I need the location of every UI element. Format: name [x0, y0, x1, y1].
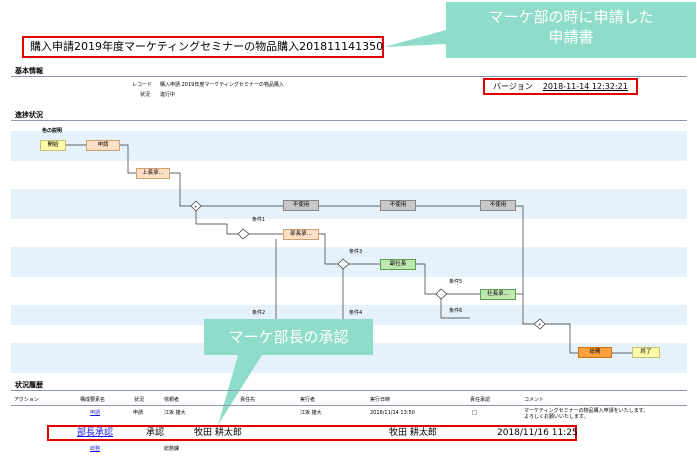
node-apply[interactable]: 申請	[86, 140, 120, 151]
condition-2: 条件2	[252, 310, 266, 316]
condition-5: 条件5	[449, 279, 463, 285]
col-responsible: 責任先	[240, 397, 256, 403]
highlighted-row-dept-head: 部長承認 承認 牧田 耕太郎 牧田 耕太郎 2018/11/16 11:25	[47, 425, 578, 441]
node-dept-head-approval[interactable]: 部長承...	[283, 229, 319, 240]
lane-1	[11, 131, 687, 161]
node-unused-1[interactable]: 不使用	[283, 200, 319, 211]
col-name: 構成要素名	[80, 397, 106, 403]
basic-info-header: 基本情報	[11, 66, 687, 77]
row1-comment-line1: マーケティングセミナーの物品購入申請をいたします。	[524, 408, 649, 414]
col-status: 状況	[134, 397, 145, 403]
row1-comment-line2: よろしくお願いいたします。	[524, 414, 589, 420]
row1-requester: 江坂 雄大	[164, 410, 186, 416]
callout-applied-in-marketing: マーケ部の時に申請した 申請書	[446, 2, 696, 58]
condition-6: 条件6	[449, 308, 463, 314]
row1-name-link[interactable]: 申請	[90, 410, 101, 416]
row3-requester: 総務課	[164, 446, 180, 452]
node-president-approval[interactable]: 社長承...	[480, 289, 516, 300]
page-title: 購入申請2019年度マーケティングセミナーの物品購入201811141350	[22, 36, 384, 58]
col-datetime: 実行日時	[370, 397, 391, 403]
svg-text:+: +	[538, 322, 541, 327]
condition-3: 条件3	[349, 249, 363, 255]
history-header: 状況履歴	[11, 380, 687, 391]
condition-4: 条件4	[349, 310, 363, 316]
col-executor: 実行者	[300, 397, 316, 403]
legend-label: 色の説明	[42, 128, 63, 134]
row2-name-link[interactable]: 部長承認	[77, 428, 114, 438]
col-approval: 責任承認	[470, 397, 491, 403]
progress-header: 進捗状況	[11, 110, 687, 121]
col-action: アクション	[14, 397, 39, 403]
row2-datetime: 2018/11/16 11:25	[497, 428, 578, 438]
row1-status: 申請	[133, 410, 144, 416]
col-comment: コメント	[524, 397, 545, 403]
lane-4	[11, 305, 687, 325]
record-value: 購入申請 2019年度マーケティングセミナーの物品購入	[160, 82, 284, 88]
callout-dept-head-approval: マーケ部長の承認	[204, 319, 373, 355]
callout-line-1: マーケ部の時に申請した	[488, 8, 654, 26]
row1-executor: 江坂 雄大	[300, 410, 322, 416]
row2-requester: 牧田 耕太郎	[194, 428, 242, 438]
version-value[interactable]: 2018-11-14 12:32:21	[542, 82, 628, 91]
lane-3	[11, 247, 687, 277]
row2-status: 承認	[146, 428, 165, 438]
condition-1: 条件1	[252, 217, 266, 223]
col-requester: 依頼者	[164, 397, 180, 403]
callout-line-2: 申請書	[548, 28, 594, 46]
status-value: 進行中	[160, 92, 176, 98]
node-boss-approval[interactable]: 上長承...	[136, 168, 170, 179]
row2-executor: 牧田 耕太郎	[389, 428, 437, 438]
node-end[interactable]: 終了	[632, 347, 660, 358]
row1-approval-checkbox[interactable]	[472, 410, 477, 415]
version-box: バージョン 2018-11-14 12:32:21	[483, 78, 638, 95]
node-vice-president[interactable]: 副社長	[380, 259, 416, 270]
svg-text:+: +	[194, 204, 197, 209]
row3-name-link[interactable]: 総務	[90, 446, 101, 452]
node-general-affairs[interactable]: 総務	[578, 347, 612, 358]
status-label: 状況	[140, 92, 151, 98]
node-start[interactable]: 開始	[40, 140, 66, 151]
row1-datetime: 2018/11/14 13:50	[370, 410, 415, 416]
node-unused-3[interactable]: 不使用	[480, 200, 516, 211]
version-label: バージョン	[493, 82, 533, 91]
history-divider	[11, 405, 687, 406]
node-unused-2[interactable]: 不使用	[380, 200, 416, 211]
record-label: レコード	[132, 82, 153, 88]
lane-2	[11, 189, 687, 219]
